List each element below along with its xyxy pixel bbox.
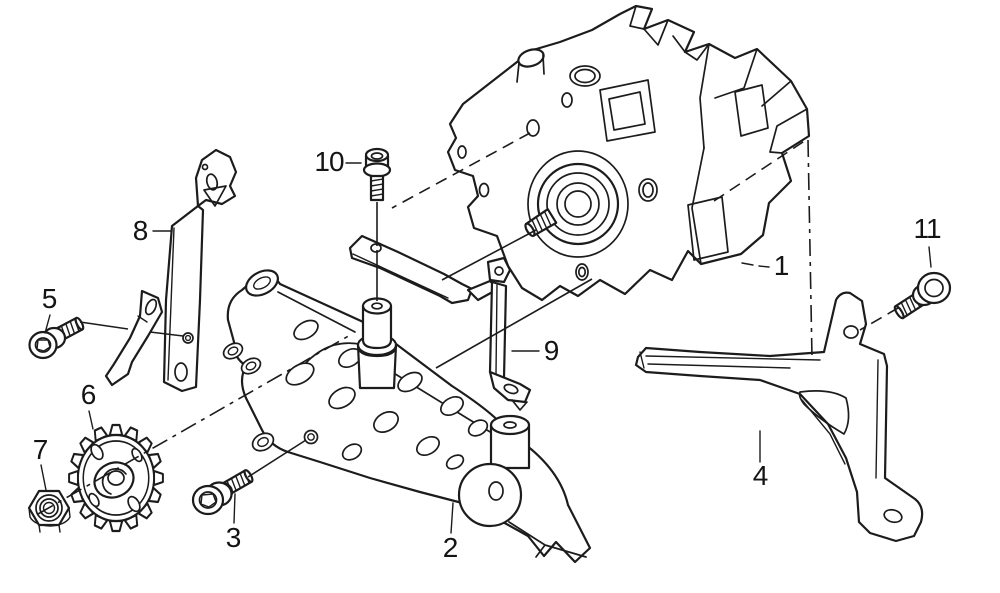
leader-1 xyxy=(741,262,770,268)
gear-hub xyxy=(93,461,135,499)
bolt5-axis-line xyxy=(79,321,184,337)
bracket-bolt3-hole xyxy=(303,429,319,445)
holder-bar-bolt-hole xyxy=(370,243,382,253)
bolt11-axis-line xyxy=(859,307,899,331)
pump-housing xyxy=(446,4,811,302)
main-mounting-bracket xyxy=(222,269,592,564)
holder-bar xyxy=(348,234,474,305)
assembly-centerlines xyxy=(37,132,899,515)
bolt-5 xyxy=(28,316,85,360)
leader-11 xyxy=(928,246,932,268)
sprocket-gear xyxy=(68,423,164,533)
strip-bracket-body xyxy=(162,204,205,393)
bolt-3 xyxy=(191,469,254,516)
callout-7: 7 xyxy=(33,434,48,465)
callouts: 1 2 3 4 5 6 7 8 9 10 11 xyxy=(33,146,942,563)
callout-9: 9 xyxy=(544,335,559,366)
bracket-eye-bushing xyxy=(245,269,279,297)
bracket-fork xyxy=(508,521,587,558)
bracket-disc xyxy=(457,462,523,528)
bolt-10 xyxy=(362,147,392,301)
leader-2 xyxy=(450,502,454,534)
bracket-top-post xyxy=(356,297,398,390)
hex-nut xyxy=(27,489,71,533)
callout-5: 5 xyxy=(42,283,57,314)
callout-6: 6 xyxy=(81,379,96,410)
holder-bracket xyxy=(348,234,532,411)
pump-ring-port xyxy=(569,65,601,87)
leader-7 xyxy=(40,464,47,491)
bolt3-axis-line xyxy=(247,278,593,478)
main-bracket-web xyxy=(226,274,592,564)
support-bracket xyxy=(634,291,924,543)
pump-top-port xyxy=(516,48,545,83)
callout-11: 11 xyxy=(913,213,940,244)
callout-1: 1 xyxy=(774,250,789,281)
support-bracket-body xyxy=(634,291,924,543)
leader-5 xyxy=(44,314,51,334)
strip-bracket xyxy=(104,148,238,393)
callout-2: 2 xyxy=(443,532,458,563)
pump-hub-rings xyxy=(527,150,629,258)
pump-window-block xyxy=(599,79,656,142)
callout-8: 8 xyxy=(133,215,148,246)
strut-slot-hole xyxy=(144,298,158,316)
bolt-11 xyxy=(893,271,952,320)
strip-bracket-bolt-hole xyxy=(182,332,194,344)
main-centerline xyxy=(37,333,353,515)
callout-3: 3 xyxy=(226,522,241,553)
support-bracket-bolt-hole xyxy=(843,325,859,339)
vertical-centerline xyxy=(807,139,813,359)
leader-6 xyxy=(88,410,94,430)
leader-3 xyxy=(233,493,236,524)
pump-assembly xyxy=(446,4,811,302)
bracket-boss-cylinder xyxy=(489,414,531,470)
callout-4: 4 xyxy=(753,460,768,491)
flange-align-line xyxy=(391,132,531,209)
callout-10: 10 xyxy=(314,146,344,177)
pump-shaft-stub xyxy=(524,208,558,238)
